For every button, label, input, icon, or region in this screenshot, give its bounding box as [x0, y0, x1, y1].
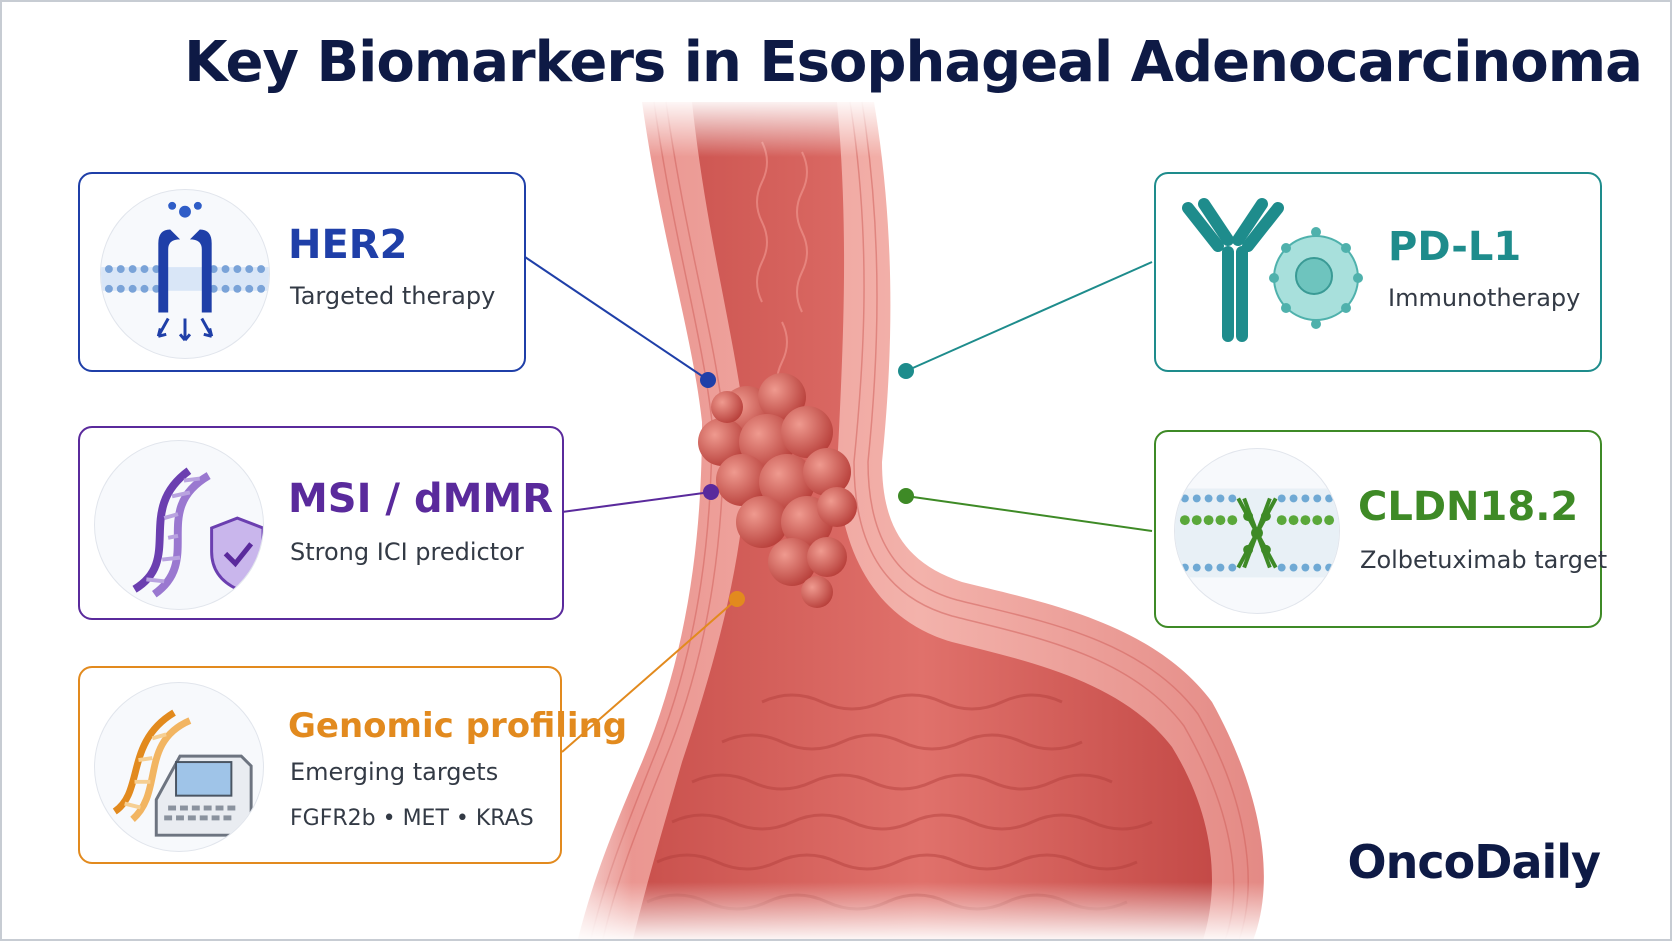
connector-cldn	[905, 495, 1153, 532]
tumor-mass	[698, 373, 857, 608]
connector-pdl1	[905, 261, 1153, 372]
dna-shield-icon	[94, 440, 264, 610]
connector-genomic	[561, 598, 738, 753]
dot-cldn	[898, 488, 914, 504]
genomic-targets: FGFR2b • MET • KRAS	[290, 806, 534, 831]
her2-name: HER2	[288, 222, 408, 268]
genomic-subtitle: Emerging targets	[290, 758, 499, 786]
genomic-name: Genomic profiling	[288, 706, 628, 746]
page-title: Key Biomarkers in Esophageal Adenocarcin…	[184, 30, 1643, 95]
esophageal-lumen	[632, 102, 1212, 939]
card-msi: MSI / dMMR Strong ICI predictor	[78, 426, 564, 620]
tight-junction-icon	[1174, 448, 1340, 614]
her2-subtitle: Targeted therapy	[290, 282, 496, 310]
dot-pdl1	[898, 363, 914, 379]
brand-logo-text: OncoDaily	[1347, 835, 1601, 889]
card-pdl1: PD-L1 Immunotherapy	[1154, 172, 1602, 372]
connector-dots	[700, 363, 914, 607]
dot-genomic	[729, 591, 745, 607]
msi-name: MSI / dMMR	[288, 476, 553, 522]
antibody-cell-icon	[1174, 196, 1364, 346]
card-her2: HER2 Targeted therapy	[78, 172, 526, 372]
dna-sequencer-icon	[94, 682, 264, 852]
connector-her2	[521, 254, 709, 381]
dot-msi	[703, 484, 719, 500]
connector-lines	[521, 254, 1153, 753]
connector-msi	[561, 491, 712, 513]
pdl1-subtitle: Immunotherapy	[1388, 284, 1581, 312]
card-genomic: Genomic profiling Emerging targets FGFR2…	[78, 666, 627, 864]
pdl1-name: PD-L1	[1388, 224, 1522, 270]
card-cldn: CLDN18.2 Zolbetuximab target	[1154, 430, 1607, 628]
receptor-membrane-icon	[100, 189, 270, 359]
cldn-subtitle: Zolbetuximab target	[1360, 546, 1608, 574]
msi-subtitle: Strong ICI predictor	[290, 538, 524, 566]
cldn-name: CLDN18.2	[1358, 484, 1579, 530]
dot-her2	[700, 372, 716, 388]
